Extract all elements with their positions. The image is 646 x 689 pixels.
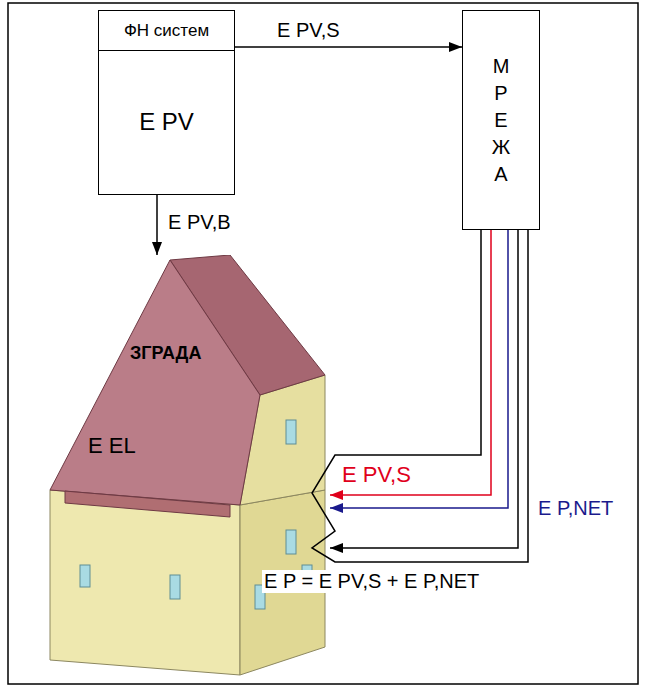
flow-arrow: [156, 195, 158, 255]
eave: [65, 491, 230, 517]
pv-system-box: ФН систем E PV: [98, 10, 235, 195]
energy-symbol: E PV: [139, 108, 194, 136]
roof-face: [50, 260, 260, 505]
window: [286, 420, 296, 444]
window: [286, 530, 296, 554]
box-heading: ФН систем: [124, 21, 209, 41]
header-divider: [99, 50, 234, 51]
grid-box: МРЕЖА: [462, 10, 540, 230]
flow-arrow: [330, 230, 518, 548]
flow-arrow: [330, 230, 508, 508]
building-label: ЗГРАДА: [130, 343, 201, 364]
supply-outline: [312, 230, 528, 562]
flow-arrow: [235, 46, 462, 48]
energy-symbol: E EL: [88, 433, 136, 458]
house-illustration: [40, 255, 330, 680]
side-wall: [50, 490, 240, 675]
flow-arrow: [330, 230, 491, 495]
flow-label: E PV,S: [275, 19, 342, 42]
flow-label: E P = E PV,S + E P,NET: [262, 570, 481, 593]
flow-label: E P,NET: [536, 497, 615, 520]
flow-label: E PV,S: [340, 462, 413, 487]
window: [80, 565, 90, 587]
building-figure: ЗГРАДА E EL: [40, 255, 330, 680]
flow-label: E PV,B: [166, 211, 233, 234]
window: [170, 575, 180, 599]
vertical-label: МРЕЖА: [491, 53, 511, 188]
outer-frame: [8, 3, 638, 684]
